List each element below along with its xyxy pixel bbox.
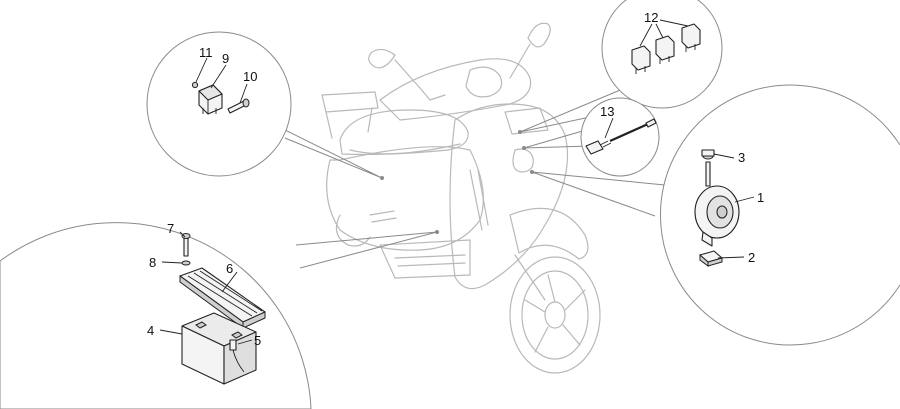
scooter-outline [321,22,601,374]
bubble-horn: 3 1 2 [530,84,900,346]
callout-3: 3 [738,150,745,165]
callout-7: 7 [167,221,174,236]
callout-11: 11 [199,45,213,60]
callout-9: 9 [222,51,229,66]
callout-12: 12 [644,10,658,25]
callout-1: 1 [757,190,764,205]
bubble-relays-right: 12 [518,0,723,134]
bubble-battery: 7 8 6 4 5 [0,221,439,409]
callout-2: 2 [748,250,755,265]
callout-4: 4 [147,323,154,338]
callout-6: 6 [226,261,233,276]
bubble-sensor: 13 [522,97,660,177]
callout-13: 13 [600,104,614,119]
callout-8: 8 [149,255,156,270]
callout-10: 10 [243,69,257,84]
callout-5: 5 [254,333,261,348]
bubble-relay-left: 11 9 10 [146,31,384,180]
